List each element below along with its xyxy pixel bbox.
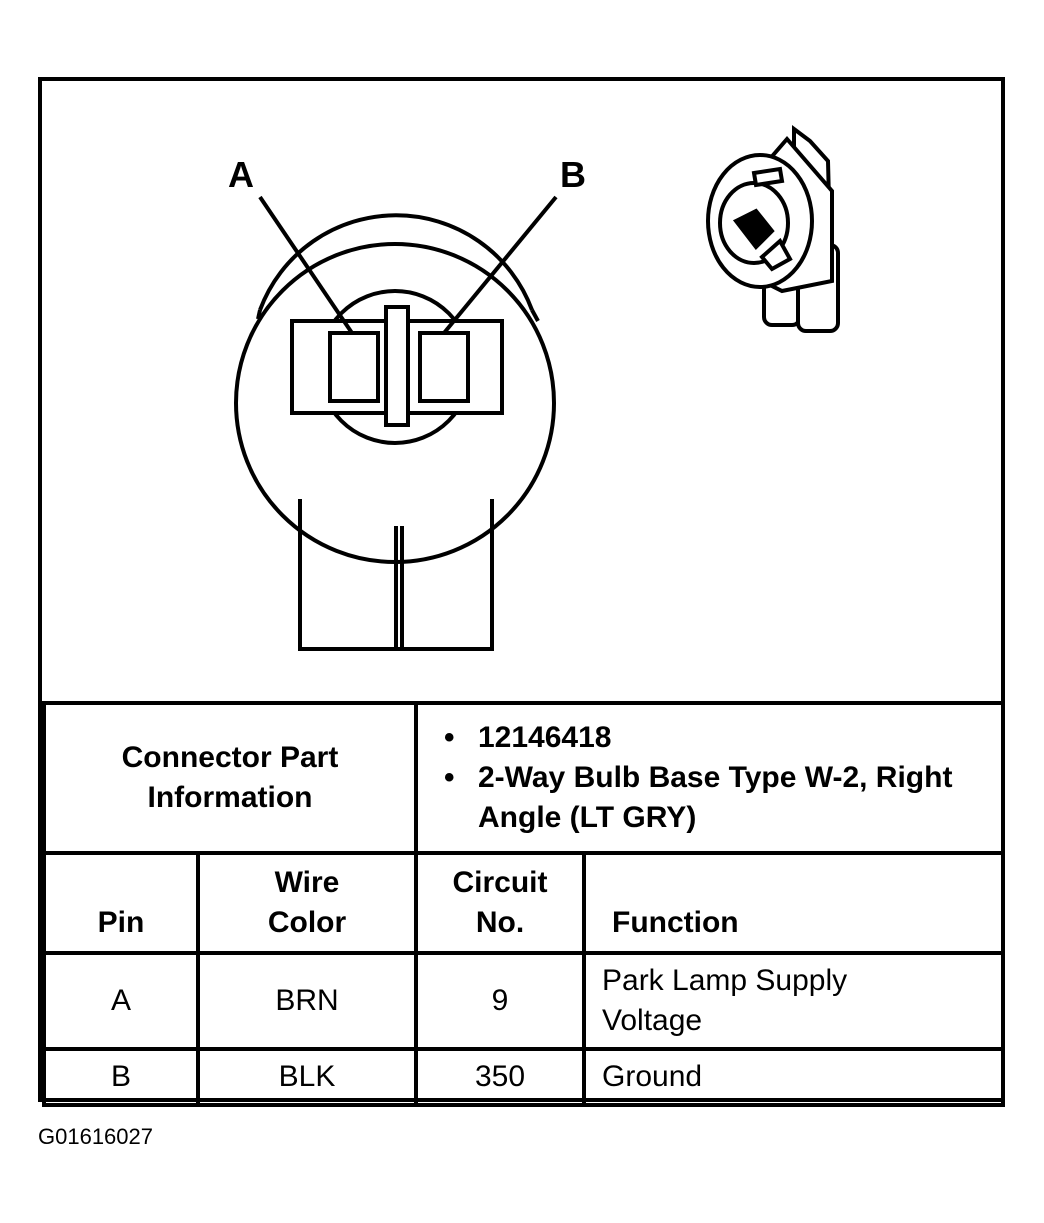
row-a-pin: A	[42, 951, 200, 1051]
header-wire-color: Wire Color	[196, 851, 418, 955]
pin-table-header-row: Pin Wire Color Circuit No. Function	[42, 851, 1005, 955]
connector-inner-arc	[258, 213, 534, 311]
connector-info-table: Connector Part Information 12146418 2-Wa…	[42, 701, 1005, 855]
header-pin: Pin	[42, 851, 200, 955]
header-circuit-text: Circuit No.	[452, 866, 548, 939]
header-circuit: Circuit No.	[414, 851, 586, 955]
row-a-function: Park Lamp Supply Voltage	[582, 951, 1005, 1051]
row-b-wire-color: BLK	[196, 1047, 418, 1107]
connector-part-info-values: 12146418 2-Way Bulb Base Type W-2, Right…	[414, 701, 1005, 855]
figure-frame: A B Connector Part Information	[38, 77, 1005, 1107]
row-b-pin: B	[42, 1047, 200, 1107]
connector-center-key	[384, 305, 410, 427]
pin-label-b: B	[560, 154, 586, 195]
figure-id: G01616027	[38, 1124, 153, 1149]
pin-label-a: A	[228, 154, 254, 195]
connector-part-info-text: Connector Part Information	[121, 741, 339, 814]
connector-diagram: A B	[42, 81, 1001, 701]
terminal-cavity-a	[328, 331, 380, 403]
connector-part-info-label: Connector Part Information	[42, 701, 418, 855]
connector-drawing: A B	[228, 125, 840, 651]
header-function: Function	[582, 851, 1005, 955]
part-number: 12146418	[444, 718, 1001, 758]
leader-line-a	[258, 195, 354, 335]
header-wire-color-text: Wire Color	[267, 866, 347, 939]
row-a-wire-color: BRN	[196, 951, 418, 1051]
row-a-circuit: 9	[414, 951, 586, 1051]
table-row: B BLK 350 Ground	[42, 1047, 1005, 1107]
part-description: 2-Way Bulb Base Type W-2, Right Angle (L…	[444, 758, 958, 838]
row-b-function: Ground	[582, 1047, 1005, 1107]
row-b-circuit: 350	[414, 1047, 586, 1107]
row-a-function-text: Park Lamp Supply Voltage	[602, 964, 848, 1037]
part-info-list: 12146418 2-Way Bulb Base Type W-2, Right…	[418, 708, 1001, 848]
leader-line-b	[442, 195, 558, 335]
table-row: A BRN 9 Park Lamp Supply Voltage	[42, 951, 1005, 1051]
connector-iso-view	[706, 125, 840, 333]
pin-table: Pin Wire Color Circuit No. Function A BR…	[42, 851, 1005, 1107]
